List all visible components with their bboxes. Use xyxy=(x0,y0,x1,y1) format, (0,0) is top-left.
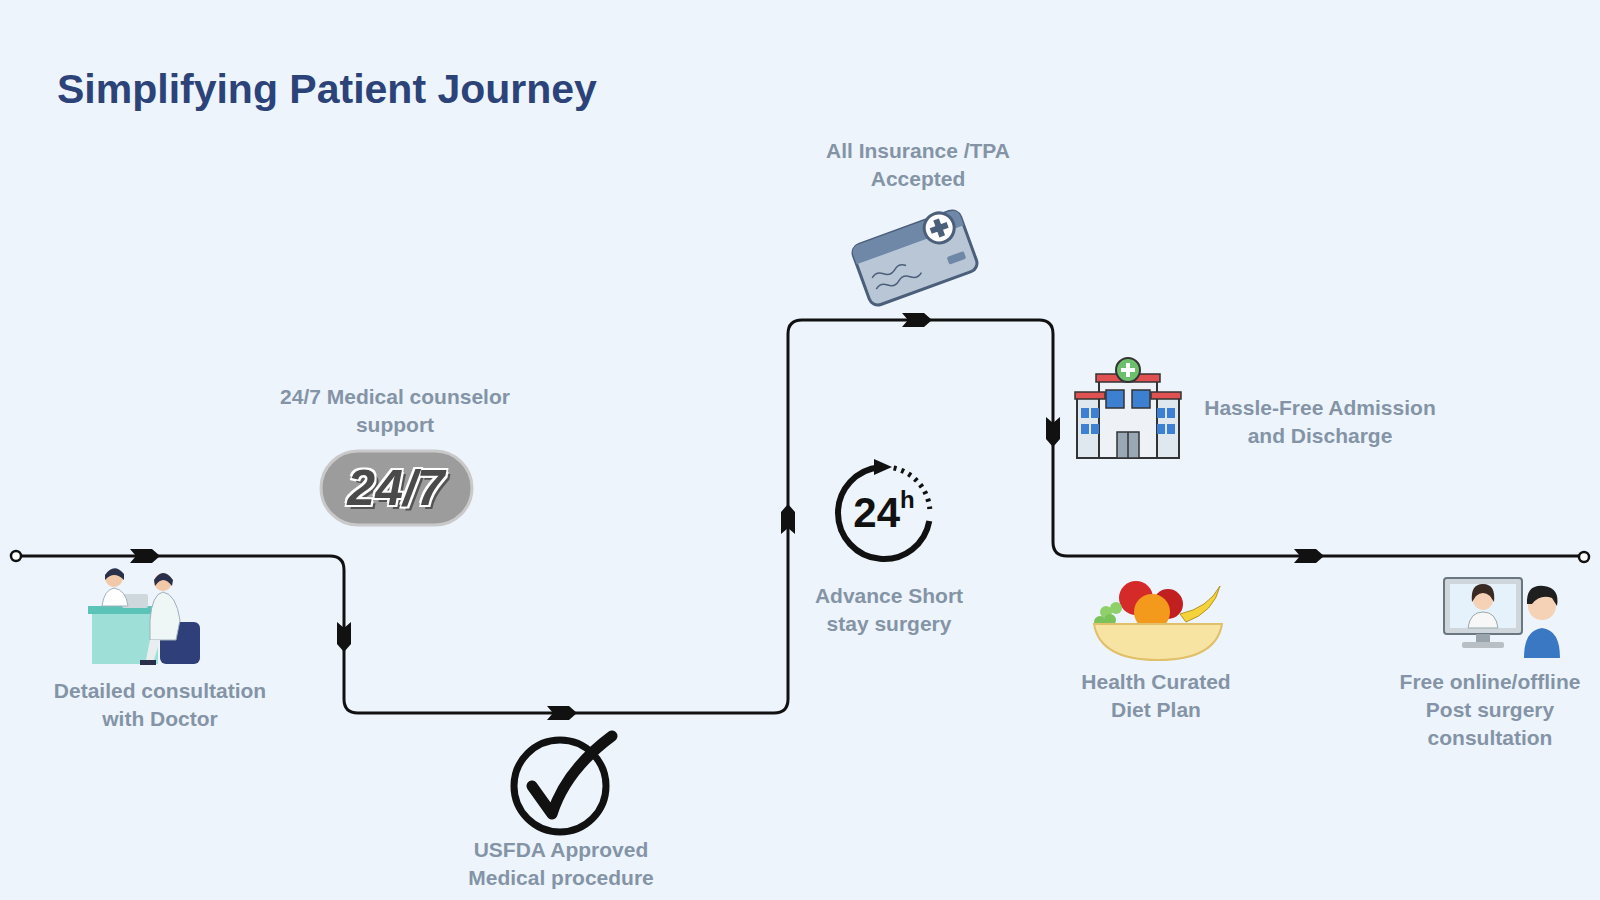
online-consultation-icon xyxy=(1444,578,1560,658)
journey-path xyxy=(16,320,1583,713)
node-text: 24/7 xyxy=(347,459,444,517)
node-text: 24 xyxy=(853,492,900,534)
clock-badge: 24h xyxy=(829,458,939,568)
step-label-text: Detailed consultation with Doctor xyxy=(54,679,266,730)
clock-arc xyxy=(838,467,929,559)
insurance-card-icon xyxy=(849,206,979,308)
clock-arrowhead xyxy=(874,459,892,475)
fruit-bowl-icon xyxy=(1094,581,1222,660)
diagram-title: Simplifying Patient Journey xyxy=(57,66,597,113)
step-label: Detailed consultation with Doctor xyxy=(44,677,276,733)
step-label-text: Hassle-Free Admission and Discharge xyxy=(1204,396,1435,447)
step-label-text: Health Curated Diet Plan xyxy=(1081,670,1230,721)
badge-pill-node: 24/7 xyxy=(319,449,474,527)
step-label: Hassle-Free Admission and Discharge xyxy=(1189,394,1451,450)
path-end xyxy=(1579,552,1589,562)
step-label: All Insurance /TPA Accepted xyxy=(816,137,1021,193)
hospital-icon xyxy=(1075,358,1181,458)
badge-pill xyxy=(321,451,472,525)
node-text-row: 24h xyxy=(829,458,939,568)
approved-check-icon xyxy=(514,736,612,832)
path-start xyxy=(11,551,21,561)
step-label: Free online/offline Post surgery consult… xyxy=(1390,668,1590,752)
step-label-text: Free online/offline Post surgery consult… xyxy=(1400,670,1581,749)
step-label: Advance Short stay surgery xyxy=(804,582,974,638)
consultation-illustration xyxy=(88,568,200,665)
step-label-text: 24/7 Medical counselor support xyxy=(280,385,510,436)
step-label: Health Curated Diet Plan xyxy=(1069,668,1244,724)
step-label-text: Advance Short stay surgery xyxy=(815,584,963,635)
node-text: h xyxy=(900,488,915,512)
path-arrows xyxy=(130,313,1324,720)
step-label-text: USFDA Approved Medical procedure xyxy=(468,838,654,889)
step-label: USFDA Approved Medical procedure xyxy=(459,836,664,892)
step-label-text: All Insurance /TPA Accepted xyxy=(826,139,1010,190)
step-label: 24/7 Medical counselor support xyxy=(260,383,530,439)
node-text-row: 24/7 xyxy=(319,449,474,527)
